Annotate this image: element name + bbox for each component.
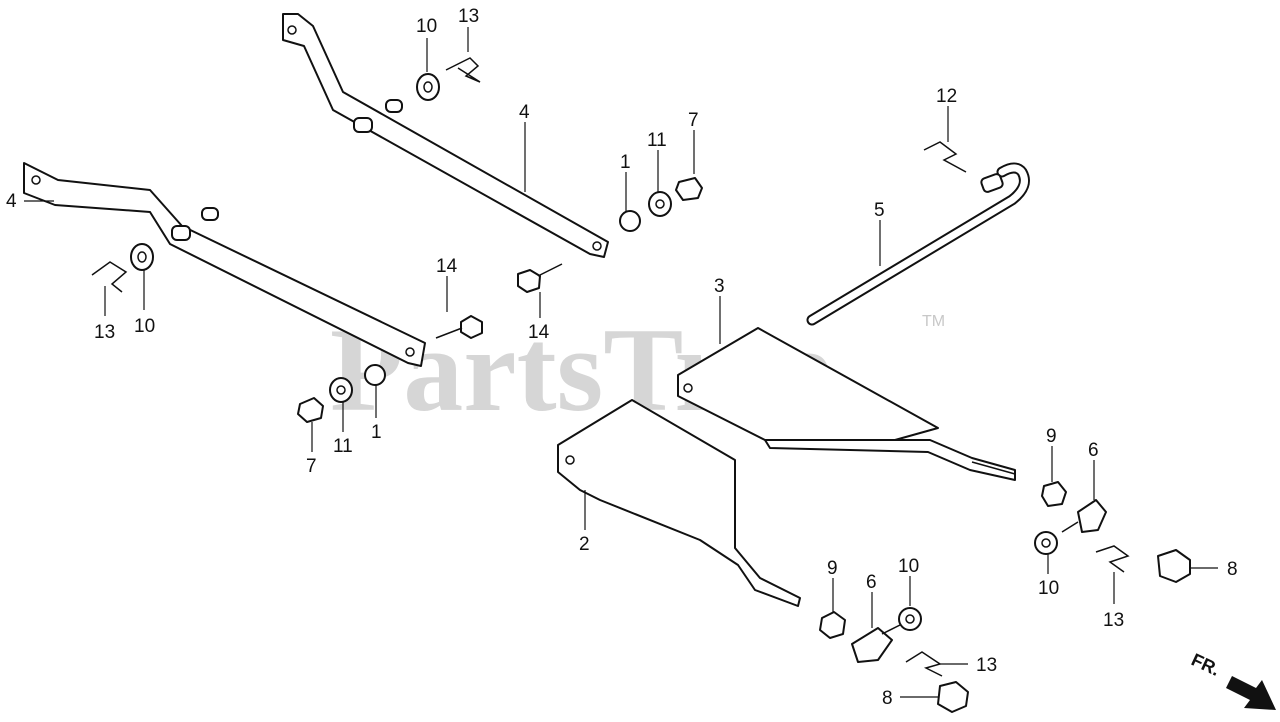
callout-10: 10 xyxy=(134,316,155,337)
front-direction-indicator: FR. xyxy=(1188,649,1276,710)
callout-1: 1 xyxy=(620,152,631,173)
part-bracket-upper xyxy=(677,327,1016,481)
callout-10: 10 xyxy=(898,556,919,577)
callout-4: 4 xyxy=(519,102,530,123)
leader-lines xyxy=(24,27,1218,698)
callout-11: 11 xyxy=(333,436,353,457)
callout-12: 12 xyxy=(936,86,957,107)
callouts: 10 13 4 4 1 11 7 12 5 13 10 14 14 3 7 11… xyxy=(6,6,1238,709)
callout-10: 10 xyxy=(416,16,437,37)
part-bracket-lower xyxy=(557,399,801,607)
callout-6: 6 xyxy=(1088,440,1099,461)
part-clips xyxy=(91,57,1130,677)
callout-7: 7 xyxy=(306,456,317,477)
callout-13: 13 xyxy=(1103,610,1124,631)
callout-2: 2 xyxy=(579,534,590,555)
callout-5: 5 xyxy=(874,200,885,221)
watermark-trademark: TM xyxy=(922,313,945,330)
part-rod xyxy=(806,162,1030,326)
callout-14: 14 xyxy=(528,322,550,343)
part-lift-arm-lower xyxy=(23,162,426,367)
callout-13: 13 xyxy=(94,322,115,343)
callout-7: 7 xyxy=(688,110,699,131)
callout-3: 3 xyxy=(714,276,725,297)
front-direction-label: FR. xyxy=(1188,649,1223,679)
callout-6: 6 xyxy=(866,572,877,593)
callout-14: 14 xyxy=(436,256,458,277)
callout-8: 8 xyxy=(882,688,893,709)
callout-1: 1 xyxy=(371,422,382,443)
arrow-right-icon xyxy=(1226,676,1276,710)
callout-9: 9 xyxy=(827,558,838,579)
part-lift-arm-upper xyxy=(282,13,609,258)
callout-9: 9 xyxy=(1046,426,1057,447)
callout-11: 11 xyxy=(647,130,667,151)
callout-8: 8 xyxy=(1227,559,1238,580)
part-washers-nuts xyxy=(130,73,1191,713)
callout-13: 13 xyxy=(976,655,997,676)
callout-10: 10 xyxy=(1038,578,1059,599)
callout-4: 4 xyxy=(6,191,17,212)
callout-13: 13 xyxy=(458,6,479,27)
